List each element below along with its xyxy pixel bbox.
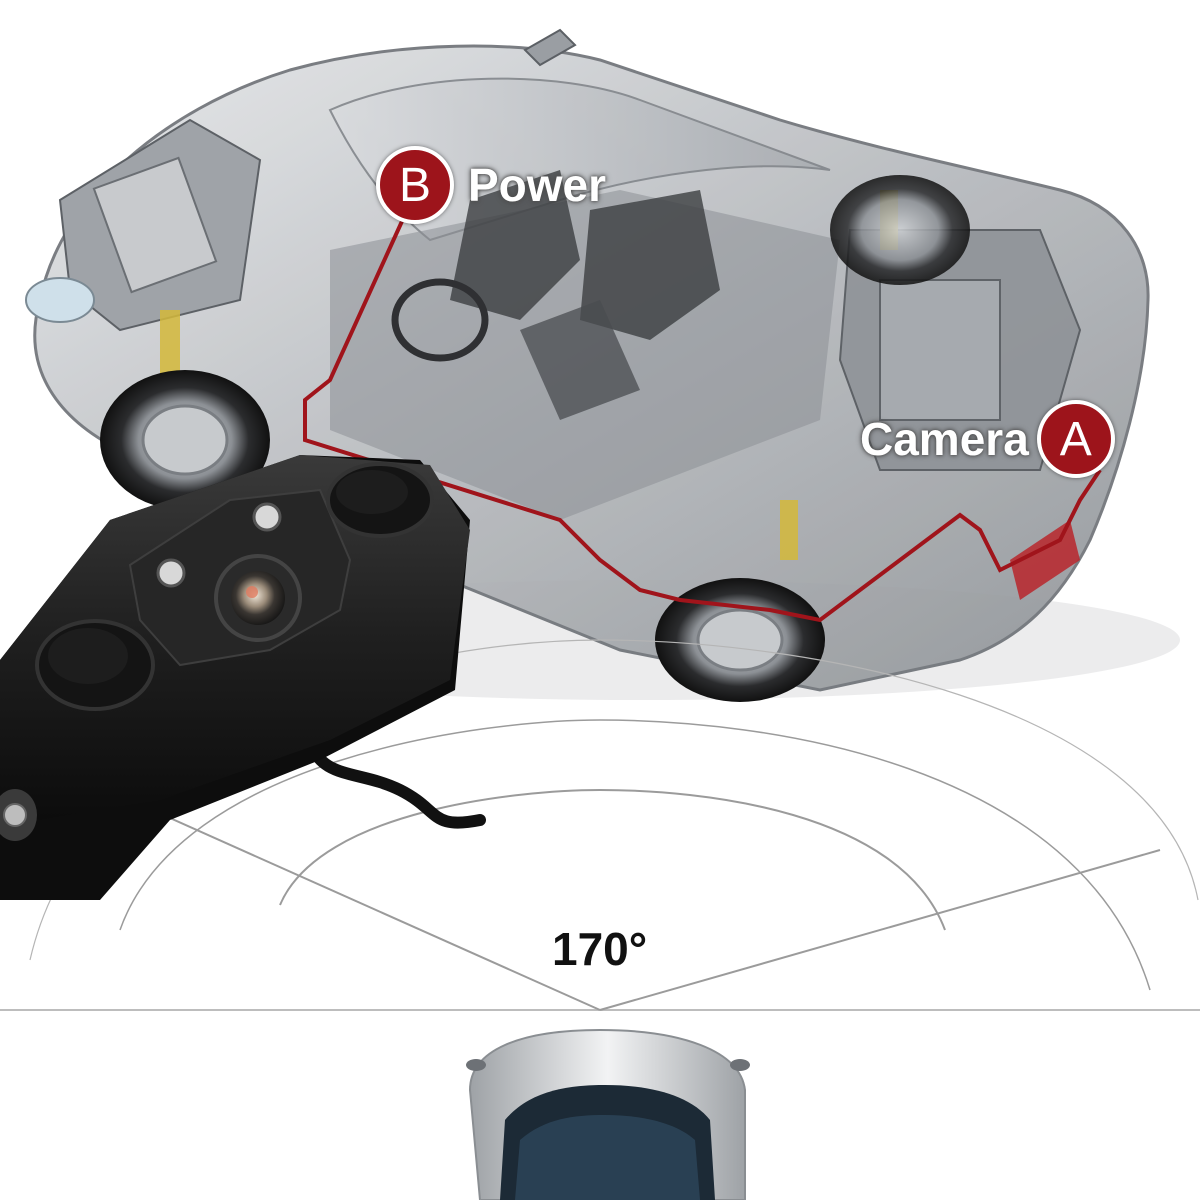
camera-badge: A	[1036, 400, 1115, 478]
camera-callout: Camera A	[860, 400, 1115, 478]
power-callout: B Power	[376, 146, 606, 224]
view-angle-label: 170°	[552, 923, 648, 975]
car-cutaway-illustration	[25, 28, 1180, 702]
camera-label: Camera	[860, 413, 1029, 465]
car-top-view	[466, 1028, 750, 1200]
power-label: Power	[468, 159, 607, 211]
wiring-path	[303, 207, 1102, 623]
reverse-camera-unit	[0, 455, 486, 900]
power-badge: B	[376, 146, 454, 224]
